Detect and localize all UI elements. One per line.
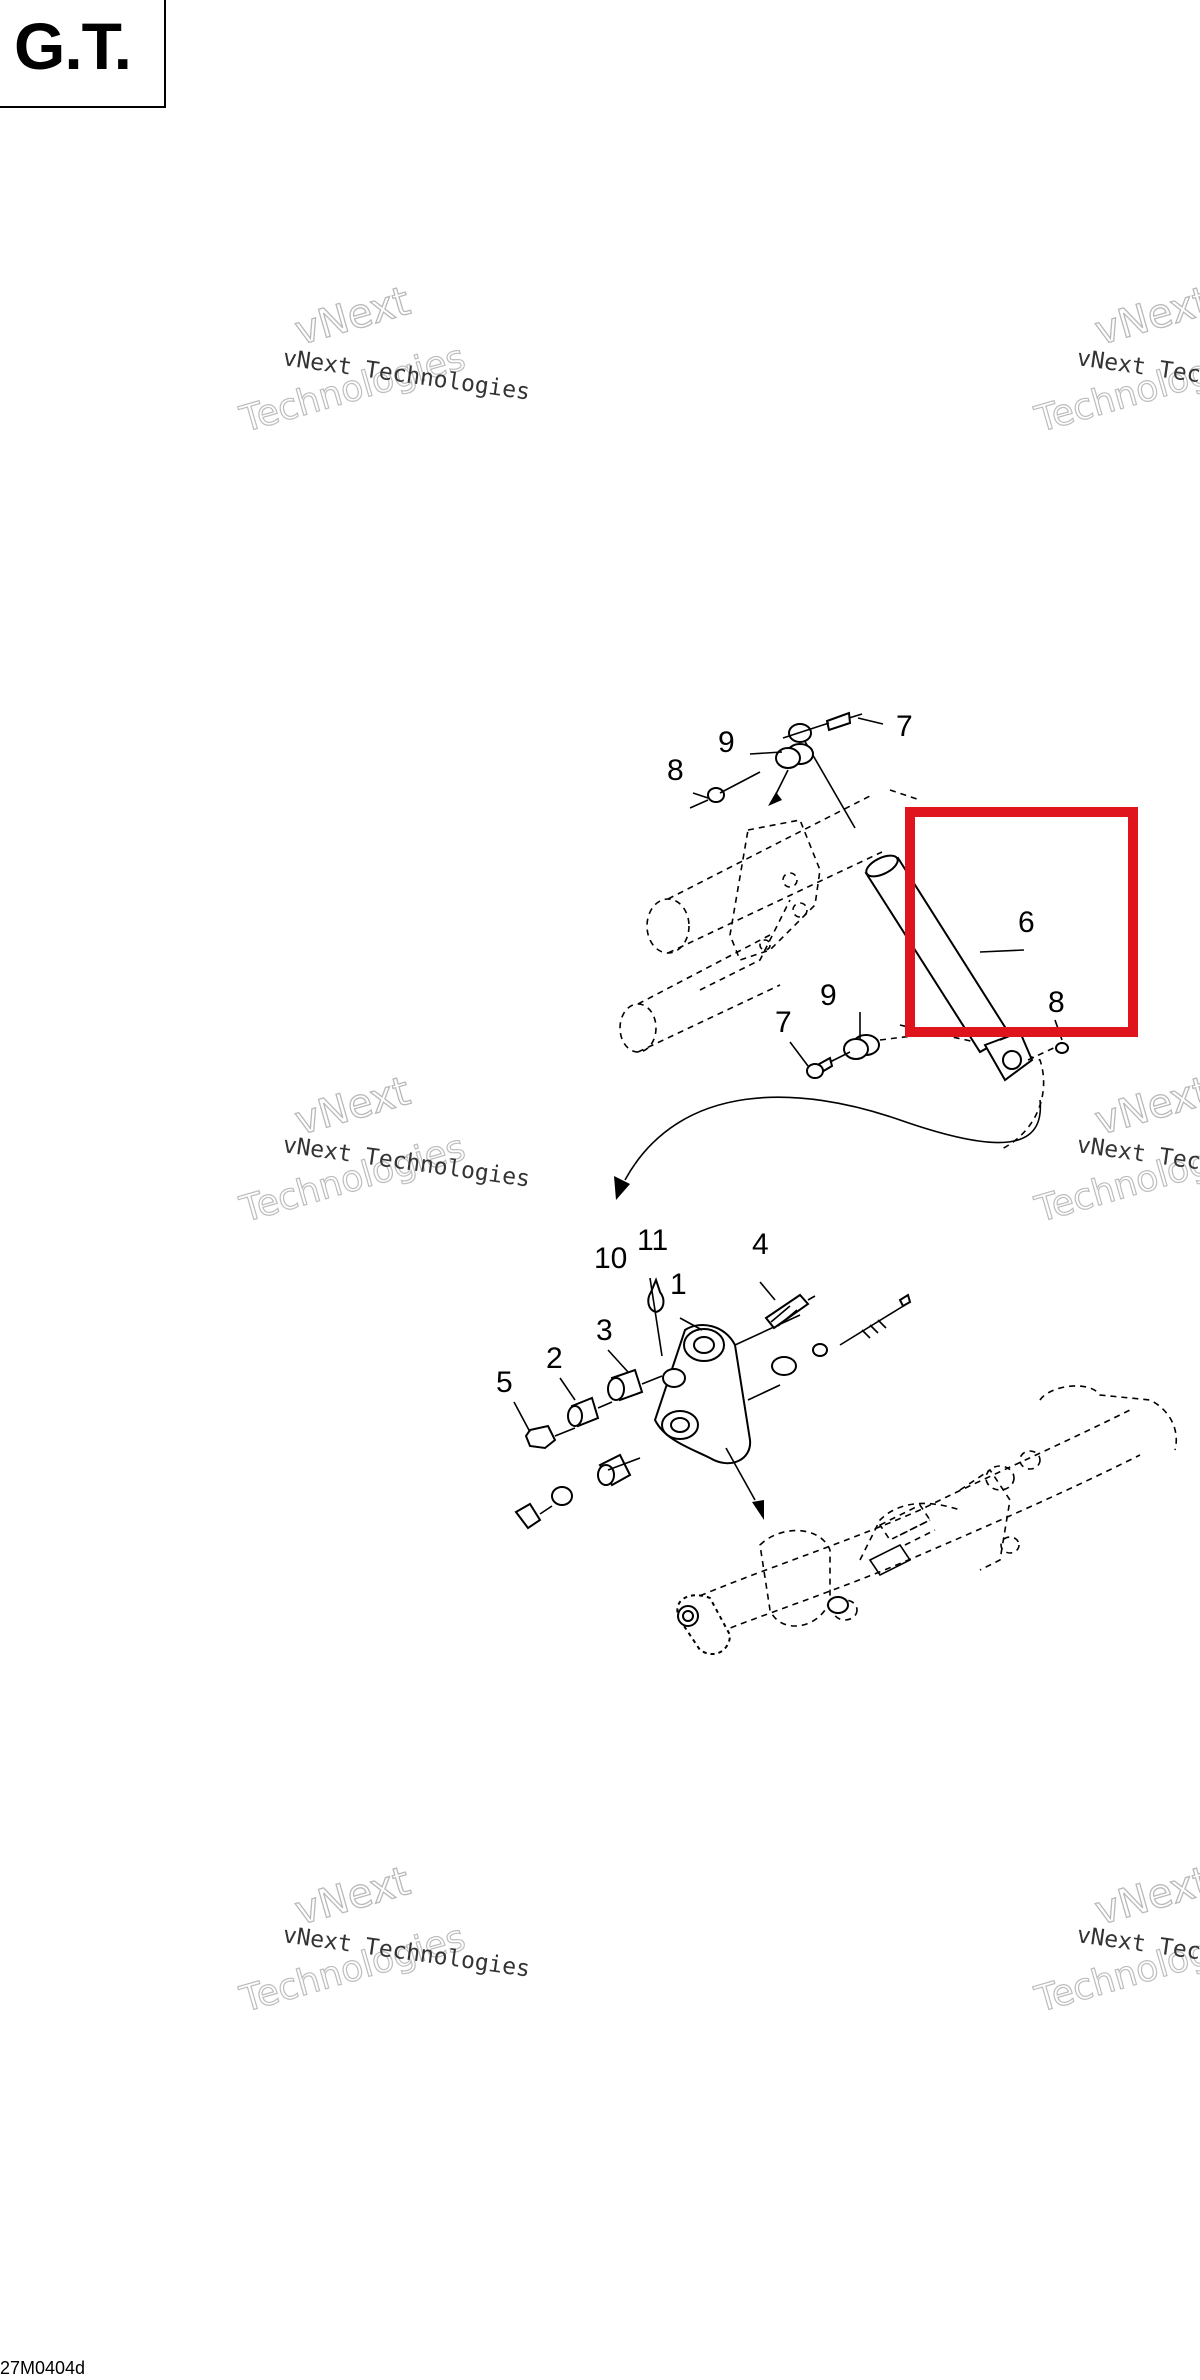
hardware-lower [806,1029,1069,1079]
lower-arm-part-1 [653,1314,801,1465]
hardware-upper [689,711,863,809]
watermark-bottom-left: vNext Technologies vNext Technologies [235,1858,532,2022]
callout-4: 4 [752,1228,769,1261]
model-label: G.T. [14,9,132,83]
watermark-vnext: vNext [290,278,415,354]
watermark-vnext: vNext [290,1068,415,1144]
callout-6: 6 [1018,906,1035,939]
watermark-mid-right: vNext Technologies vNext Technologies [1030,1068,1200,1232]
rear-suspension-context [676,1385,1177,1655]
drawing-code: 27M0404d [0,2358,86,2378]
highlight-box [905,807,1138,1037]
callout-7-lower: 7 [775,1006,792,1039]
callout-9-upper: 9 [718,726,735,759]
watermark-vnext: vNext [1090,278,1200,354]
callout-leaders [513,717,1063,1433]
callout-9-lower: 9 [820,979,837,1012]
watermark-vnext: vNext [1090,1068,1200,1144]
callout-1: 1 [670,1268,687,1301]
callout-8-lower: 8 [1048,986,1065,1019]
callout-8-upper: 8 [667,754,684,787]
callout-10: 10 [594,1242,627,1275]
callout-11: 11 [637,1224,668,1257]
watermark-bottom-right: vNext Technologies vNext Technologies [1030,1858,1200,2022]
watermark-top-right: vNext Technologies vNext Technologies [1030,278,1200,442]
watermark-top-left: vNext Technologies vNext Technologies [235,278,532,442]
upper-frame-context [619,789,1045,1151]
link-arrow [614,1096,1042,1200]
callout-5: 5 [496,1366,513,1399]
callout-2: 2 [546,1342,563,1375]
watermark-vnext: vNext [1090,1858,1200,1934]
watermark-mid-left: vNext Technologies vNext Technologies [235,1068,532,1232]
lower-hardware [514,1277,912,1530]
model-label-box: G.T. [0,0,166,108]
watermark-vnext: vNext [290,1858,415,1934]
shock-absorber-part-6 [788,723,1061,1082]
callout-3: 3 [596,1314,613,1347]
callout-7-upper: 7 [896,710,913,743]
